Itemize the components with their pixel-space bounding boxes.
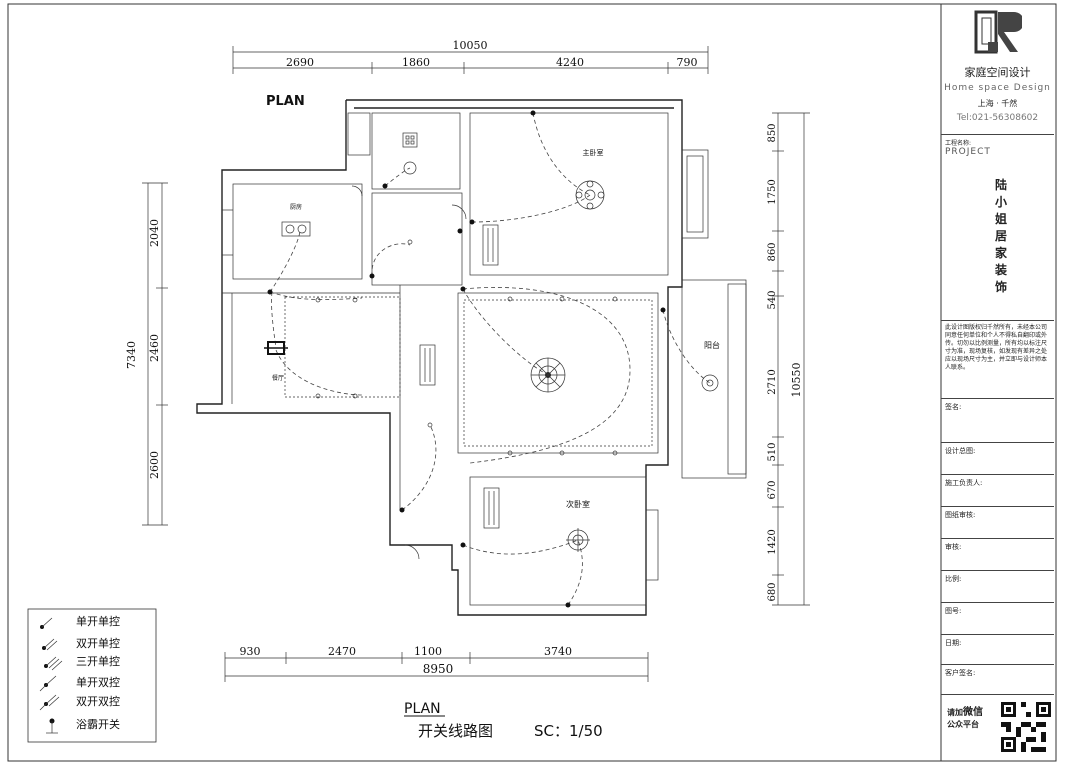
legend-double-switch-icon xyxy=(42,638,58,651)
dim-left-total: 7340 xyxy=(125,341,138,369)
dim-top-4: 790 xyxy=(677,56,698,69)
project-label: 工程名称: xyxy=(945,140,972,147)
project-label-en: PROJECT xyxy=(945,147,991,157)
room-label-balcony: 阳台 xyxy=(704,340,720,350)
row-audit: 审核: xyxy=(945,543,962,551)
dim-left-1: 2040 xyxy=(148,219,161,247)
row-date: 日期: xyxy=(945,639,962,647)
project-name: 陆 小 姐 居 家 装 饰 xyxy=(994,178,1007,294)
plan-label-bottom: PLAN xyxy=(404,701,441,717)
balcony-light-icon xyxy=(701,374,719,392)
dim-right-6: 510 xyxy=(767,442,778,461)
qr-code-icon[interactable] xyxy=(1001,701,1051,753)
kitchen-light-icon xyxy=(281,221,311,237)
right-dimensions: 10550 850 1750 860 540 2710 510 670 1420… xyxy=(767,112,810,606)
legend-single-twoway-icon xyxy=(39,675,57,692)
dim-top-total: 10050 xyxy=(453,39,488,52)
dim-right-7: 670 xyxy=(767,480,778,499)
switch-wiring-lines xyxy=(269,112,711,606)
dim-top-2: 1860 xyxy=(402,56,430,69)
dim-right-1: 850 xyxy=(767,123,778,142)
bath-heater-icon xyxy=(402,132,418,175)
living-chandelier-icon xyxy=(530,357,566,393)
master-ceiling-light-icon xyxy=(575,180,605,210)
top-dimensions: 10050 2690 1860 4240 790 xyxy=(232,39,709,74)
dim-top-3: 4240 xyxy=(556,56,584,69)
dim-bottom-4: 3740 xyxy=(544,645,572,658)
row-scale: 比例: xyxy=(945,575,962,583)
sheet-border xyxy=(7,3,1057,762)
dim-bottom-1: 930 xyxy=(240,645,261,658)
second-bedroom-light-icon xyxy=(566,528,590,552)
dim-right-2: 1750 xyxy=(767,179,778,204)
legend-double-twoway-icon xyxy=(39,694,60,711)
downlight-icons xyxy=(315,239,618,456)
legend-triple-switch-icon xyxy=(44,656,63,671)
light-fixtures xyxy=(264,132,719,552)
legend-item-1: 单开单控 xyxy=(76,614,120,628)
legend-item-2: 双开单控 xyxy=(76,636,120,650)
dim-top-1: 2690 xyxy=(286,56,314,69)
company-city: 上海 · 千然 xyxy=(977,99,1018,108)
legend-item-4: 单开双控 xyxy=(76,675,120,689)
dim-right-9: 680 xyxy=(767,582,778,601)
room-label-master-bedroom: 主卧室 xyxy=(583,148,604,157)
legend-bath-heater-switch-icon xyxy=(46,718,58,734)
floor-plan-walls xyxy=(196,99,747,616)
dining-light-icon xyxy=(264,341,288,355)
dim-right-4: 540 xyxy=(767,290,778,309)
dim-right-3: 860 xyxy=(767,242,778,261)
row-client-signature: 客户签名: xyxy=(945,669,976,677)
dim-right-8: 1420 xyxy=(767,529,778,554)
left-dimensions: 7340 2040 2460 2600 xyxy=(125,182,168,526)
dim-bottom-2: 2470 xyxy=(328,645,356,658)
row-design: 设计总图: xyxy=(945,447,976,455)
company-tel: Tel:021-56308602 xyxy=(956,113,1039,123)
bottom-dimensions: 930 2470 1100 3740 8950 xyxy=(224,645,649,682)
title-block: 家庭空间设计 Home space Design 上海 · 千然 Tel:021… xyxy=(941,0,1054,762)
dim-bottom-total: 8950 xyxy=(423,662,454,676)
dim-left-3: 2600 xyxy=(148,451,161,479)
legend: 单开单控 双开单控 三开单控 单开双控 双开双控 浴霸开关 xyxy=(27,608,157,743)
row-signature: 签名: xyxy=(945,403,962,411)
legend-single-switch-icon xyxy=(40,617,53,629)
room-label-second-bedroom: 次卧室 xyxy=(566,499,590,509)
row-construction: 施工负责人: xyxy=(945,479,983,487)
plan-label-top: PLAN xyxy=(266,94,305,109)
copyright-note: 此设计图版权归千然所有，未经本公司同意任何单位和个人不得私自翻印或外传。切勿以比… xyxy=(945,324,1048,371)
room-label-dining: 餐厅 xyxy=(272,374,284,382)
drawing-title: 开关线路图 xyxy=(418,722,493,740)
company-name-en: Home space Design xyxy=(944,83,1051,93)
company-logo-icon xyxy=(974,10,1022,54)
wechat-text: 请加微信 公众平台 xyxy=(947,707,983,729)
dim-right-5: 2710 xyxy=(767,369,778,394)
dim-bottom-3: 1100 xyxy=(414,645,442,658)
legend-item-3: 三开单控 xyxy=(76,654,120,668)
drawing-scale: SC：1/50 xyxy=(534,722,603,740)
row-review: 图纸审核: xyxy=(945,511,976,519)
dim-left-2: 2460 xyxy=(148,334,161,362)
legend-item-6: 浴霸开关 xyxy=(76,717,120,731)
room-label-kitchen: 厨房 xyxy=(290,203,302,211)
company-name: 家庭空间设计 xyxy=(964,66,1031,79)
dim-right-total: 10550 xyxy=(790,363,803,398)
row-drawing-no: 图号: xyxy=(945,607,962,615)
legend-item-5: 双开双控 xyxy=(76,694,120,708)
switch-markers xyxy=(267,110,666,608)
